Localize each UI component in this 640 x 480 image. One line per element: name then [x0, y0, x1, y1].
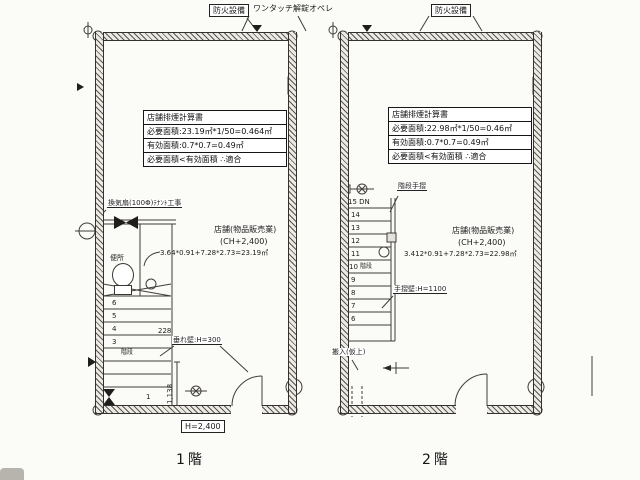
vent-fan-note: 換気扇(100Φ)ﾃﾅﾝﾄ工事 — [107, 199, 183, 209]
light-fixture-icon — [185, 385, 207, 397]
floor2-wall-bottom — [340, 405, 456, 414]
floor1-wall-left — [95, 32, 104, 413]
floor2-wall-left — [340, 32, 349, 413]
step-number: 6 — [351, 315, 356, 323]
store-use-label: 店舗(物品販売業) — [214, 225, 277, 234]
toilet-tank-icon — [114, 285, 132, 295]
step-number: 14 — [351, 211, 360, 219]
floor2-wall-right — [533, 32, 542, 413]
door-swing-arc — [454, 373, 488, 407]
dimension-1138: 1,138 — [166, 383, 174, 404]
hanging-wall-note: 垂れ壁:H=300 — [172, 336, 222, 346]
arrow-icon — [383, 362, 409, 374]
calc-title: 店舗排煙計算書 — [392, 110, 448, 119]
calc-conclusion: 必要面積<有効面積 ∴適合 — [389, 149, 531, 163]
dimension-228: 228 — [158, 327, 172, 335]
calc-effective-area: 有効面積:0.7*0.7=0.49㎡ — [144, 138, 286, 152]
column-bubble-icon — [337, 30, 545, 416]
vent-marker-icon — [252, 25, 262, 32]
damper-bowtie-icon — [114, 216, 138, 229]
door-swing-arc — [231, 375, 263, 407]
floor2-wall-bottom — [487, 405, 540, 414]
leader-lines — [241, 15, 483, 32]
floor1-wall-right — [288, 32, 297, 413]
one-touch-release-label: ワンタッチ解錠オペレ — [253, 4, 333, 13]
floor1-wall-bottom — [95, 405, 231, 414]
stairs-label: 階段 — [121, 349, 134, 356]
step-number: 5 — [112, 312, 117, 320]
vent-marker-icon — [362, 25, 372, 32]
scan-artifact — [0, 468, 24, 480]
step-number-top: 15 DN — [348, 198, 370, 206]
stairs-label: 階段 — [360, 263, 373, 270]
step-number: 4 — [112, 325, 117, 333]
area-formula: 3.64*0.91+7.28*2.73=23.19㎡ — [160, 249, 269, 257]
fire-equipment-label-1f: 防火設備 — [209, 4, 249, 18]
stair-handrail-note: 階段手摺 — [397, 182, 427, 192]
ceiling-height-label: (CH+2,400) — [458, 238, 506, 247]
step-number: 9 — [351, 276, 356, 284]
floor1-smoke-calc-table: 店舗排煙計算書 必要面積:23.19㎡*1/50=0.464㎡ 有効面積:0.7… — [143, 110, 287, 167]
floor2-leaders — [351, 195, 399, 371]
floor1-title: 1階 — [176, 452, 205, 468]
carry-in-note: 搬入(仮上) — [331, 348, 367, 357]
floor2-wall-top — [340, 32, 540, 41]
floor1-wall-bottom — [262, 405, 295, 414]
column-bubble-icon — [75, 30, 303, 416]
calc-effective-area: 有効面積:0.7*0.7=0.49㎡ — [389, 135, 531, 149]
step-number: 13 — [351, 224, 360, 232]
grid-arrow-icon — [77, 83, 84, 91]
damper-bowtie-icon — [103, 389, 115, 405]
ceiling-height-label: (CH+2,400) — [220, 237, 268, 246]
fire-equipment-label-2f: 防火設備 — [431, 4, 471, 18]
circled-mark-icon — [145, 278, 157, 290]
step-number: 10 — [349, 263, 358, 271]
step-number: 6 — [112, 299, 117, 307]
floor1-wall-top — [95, 32, 295, 41]
step-number: 11 — [351, 250, 360, 258]
step-number: 7 — [351, 302, 356, 310]
step-number: 8 — [351, 289, 356, 297]
height-note-box: H=2,400 — [181, 420, 225, 434]
calc-required-area: 必要面積:23.19㎡*1/50=0.464㎡ — [144, 124, 286, 138]
calc-title: 店舗排煙計算書 — [147, 113, 203, 122]
calc-conclusion: 必要面積<有効面積 ∴適合 — [144, 152, 286, 166]
dimension-line — [174, 361, 180, 407]
toilet-label: 便所 — [110, 254, 124, 262]
window-symbol-icon — [287, 76, 542, 95]
circled-mark-icon — [378, 246, 390, 258]
step-number: 3 — [112, 338, 117, 346]
step-number: 12 — [351, 237, 360, 245]
store-use-label: 店舗(物品販売業) — [452, 226, 515, 235]
floor2-title: 2階 — [422, 452, 451, 468]
floor2-smoke-calc-table: 店舗排煙計算書 必要面積:22.98㎡*1/50=0.46㎡ 有効面積:0.7*… — [388, 107, 532, 164]
step-number: 1 — [146, 393, 151, 401]
area-formula: 3.412*0.91+7.28*2.73=22.98㎡ — [404, 250, 517, 258]
calc-required-area: 必要面積:22.98㎡*1/50=0.46㎡ — [389, 121, 531, 135]
toilet-bowl-icon — [112, 263, 134, 287]
handrail-wall-note: 手摺壁:H=1100 — [393, 285, 448, 295]
